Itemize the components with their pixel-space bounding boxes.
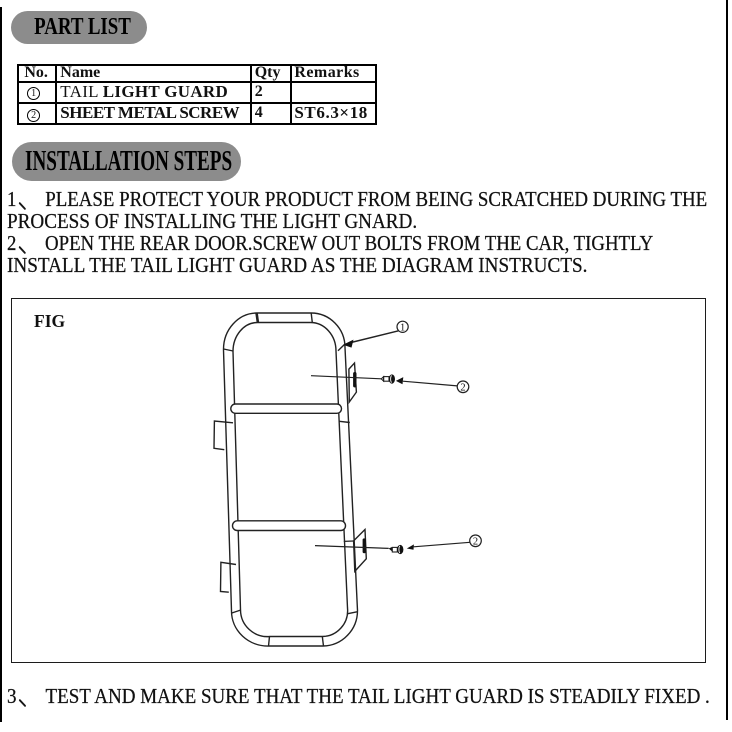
svg-text:2: 2 [460,383,465,394]
svg-text:1: 1 [400,323,405,334]
svg-text:2: 2 [473,537,478,548]
